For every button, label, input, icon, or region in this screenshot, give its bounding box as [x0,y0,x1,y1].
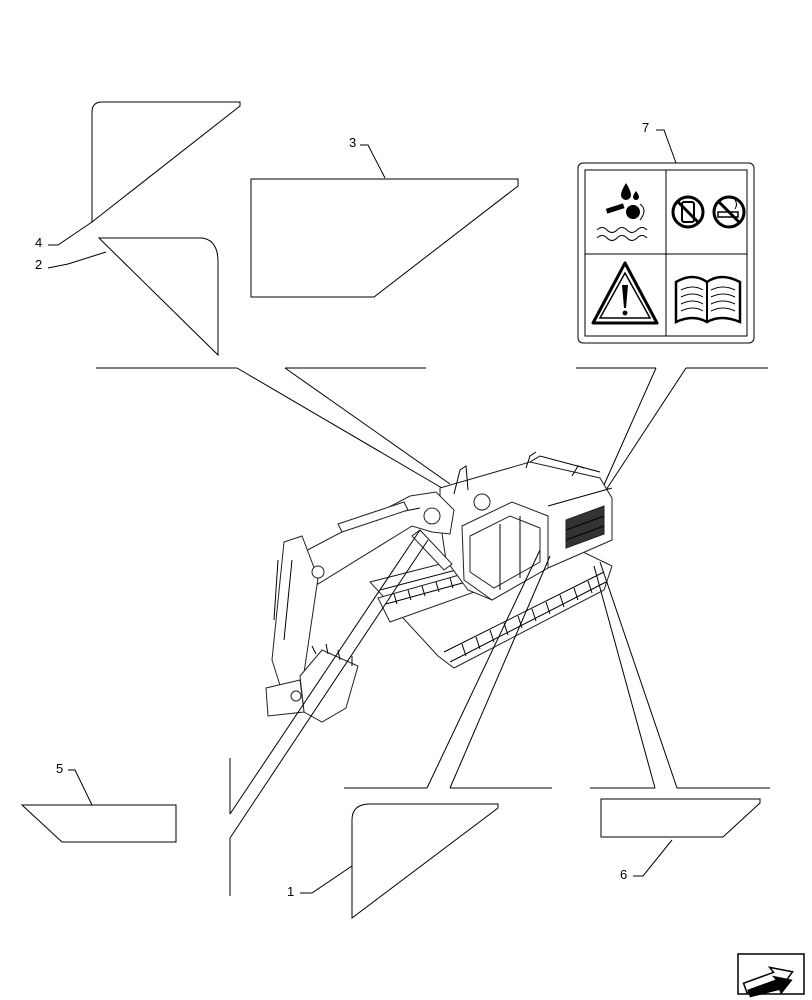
leader-lines-lower [229,529,770,896]
decal-2: 2 [35,237,219,357]
callout-6: 6 [620,867,627,882]
no-phone-icon [671,195,705,229]
decal-1: 1 [287,803,499,920]
excavator-illustration [265,451,613,723]
callout-7: 7 [642,120,649,135]
callout-5: 5 [56,761,63,776]
manual-book-icon [674,275,742,324]
callout-2: 2 [35,257,42,272]
callout-3: 3 [349,135,356,150]
warning-triangle-icon [591,261,659,325]
decal-5: 5 [20,761,177,843]
callout-1: 1 [287,884,294,899]
leader-lines-upper [96,367,768,495]
next-page-arrow-icon[interactable] [737,953,805,1000]
decal-3: 3 [250,135,519,298]
decal-6: 6 [600,798,761,882]
no-smoking-icon [712,195,746,229]
decal-7-safety-sheet: 7 [577,120,755,344]
callout-4: 4 [35,235,42,250]
decal-4: 4 [35,101,241,250]
fluid-hazard-icon [596,183,648,241]
track-grousers [393,577,593,657]
